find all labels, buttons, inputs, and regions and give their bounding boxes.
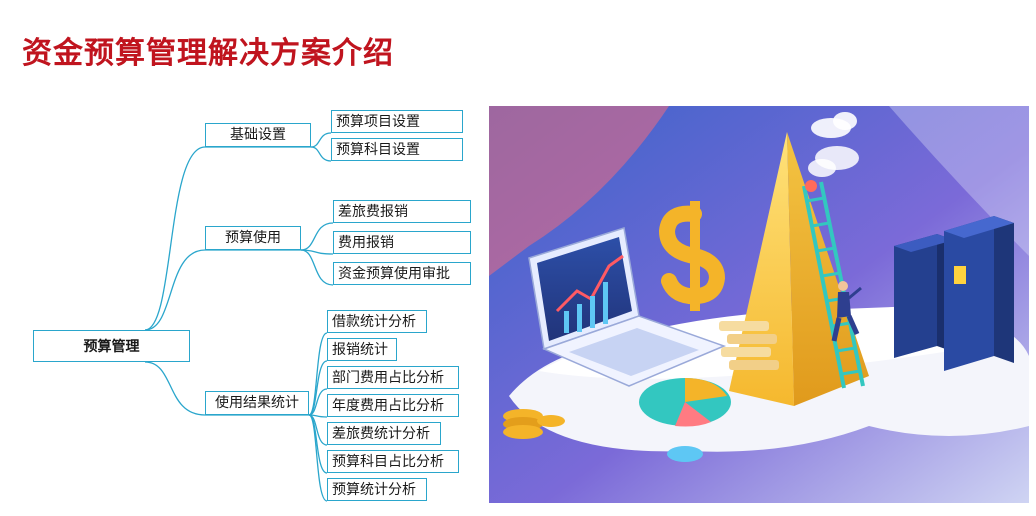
leaf-travel-statistics: 差旅费统计分析 <box>327 422 441 445</box>
leaf-budget-item-setup: 预算项目设置 <box>331 110 463 133</box>
root-branch-connector <box>144 249 206 331</box>
leaf-budget-statistics: 预算统计分析 <box>327 478 427 501</box>
leaf-budget-subject-setup: 预算科目设置 <box>331 138 463 161</box>
branch-leaf-connector <box>308 414 328 502</box>
climbing-person-icon <box>831 281 862 342</box>
leaf-annual-expense-ratio: 年度费用占比分析 <box>327 394 459 417</box>
leaf-budget-subject-ratio: 预算科目占比分析 <box>327 450 459 473</box>
branch-leaf-connector <box>308 360 328 416</box>
server-icon <box>894 216 1014 371</box>
leaf-reimbursement-statistics: 报销统计 <box>327 338 397 361</box>
branch-budget-usage: 预算使用 <box>205 226 301 250</box>
leaf-expense-reimbursement: 费用报销 <box>333 231 471 254</box>
pie-chart-icon <box>639 378 731 462</box>
branch-usage-statistics: 使用结果统计 <box>205 391 309 415</box>
leaf-travel-reimbursement: 差旅费报销 <box>333 200 471 223</box>
finance-illustration <box>489 106 1029 503</box>
leaf-department-expense-ratio: 部门费用占比分析 <box>327 366 459 389</box>
branch-leaf-connector <box>308 388 328 416</box>
leaf-loan-statistics: 借款统计分析 <box>327 310 427 333</box>
branch-basic-settings: 基础设置 <box>205 123 311 147</box>
mindmap-root-node: 预算管理 <box>33 330 190 362</box>
mindmap-connectors <box>144 132 334 502</box>
root-branch-connector <box>144 146 206 331</box>
dollar-sign-icon <box>658 201 726 311</box>
coin-stack-icon <box>503 321 779 439</box>
branch-leaf-connector <box>310 146 332 162</box>
leaf-fund-budget-approval: 资金预算使用审批 <box>333 262 471 285</box>
branch-leaf-connector <box>300 222 334 251</box>
branch-leaf-connector <box>300 249 334 286</box>
laptop-chart-icon <box>528 227 727 387</box>
page-title: 资金预算管理解决方案介绍 <box>22 36 394 71</box>
branch-leaf-connector <box>310 132 332 148</box>
cloud-icon <box>805 112 859 192</box>
branch-leaf-connector <box>308 332 328 416</box>
root-branch-connector <box>144 361 206 416</box>
